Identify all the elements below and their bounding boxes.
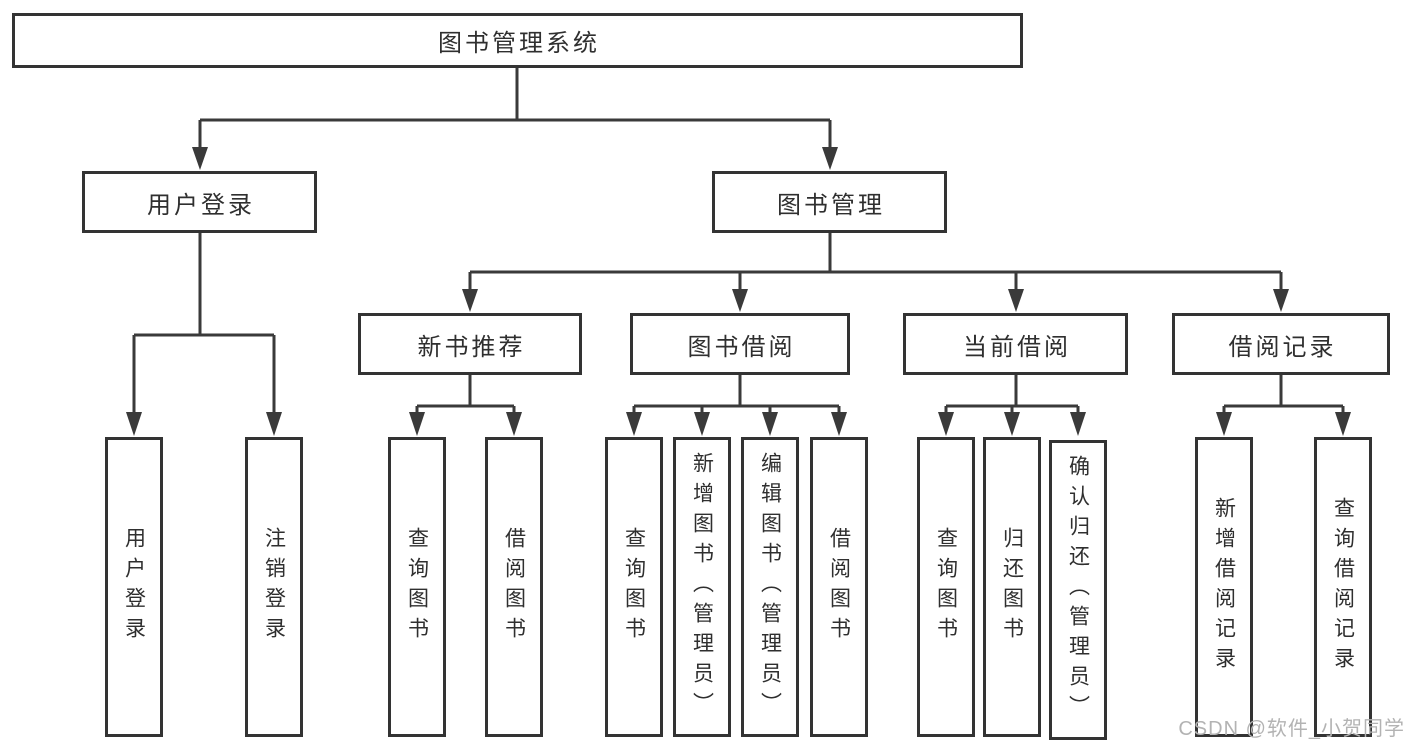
connector-new-book-recommend-to-leaves xyxy=(409,375,522,436)
leaf-confirm-return-admin: 确认归还（管理员） xyxy=(1049,440,1107,740)
leaf-query-borrow-record: 查询借阅记录 xyxy=(1314,437,1372,737)
leaf-query-books-borrow: 查询图书 xyxy=(605,437,663,737)
connector-root-to-level2 xyxy=(192,68,838,170)
node-root: 图书管理系统 xyxy=(12,13,1023,68)
node-current-borrow: 当前借阅 xyxy=(903,313,1128,375)
node-book-borrow: 图书借阅 xyxy=(630,313,850,375)
node-borrow-records: 借阅记录 xyxy=(1172,313,1390,375)
leaf-user-login: 用户登录 xyxy=(105,437,163,737)
node-user-login: 用户登录 xyxy=(82,171,317,233)
node-book-management: 图书管理 xyxy=(712,171,947,233)
leaf-edit-books-admin: 编辑图书（管理员） xyxy=(741,437,799,737)
connector-user-login-to-leaves xyxy=(126,233,282,436)
leaf-add-books-admin: 新增图书（管理员） xyxy=(673,437,731,737)
leaf-logout: 注销登录 xyxy=(245,437,303,737)
leaf-borrow-books: 借阅图书 xyxy=(810,437,868,737)
connector-borrow-records-to-leaves xyxy=(1216,375,1351,436)
leaf-borrow-books-recommend: 借阅图书 xyxy=(485,437,543,737)
connector-book-management-to-level3 xyxy=(462,233,1289,312)
leaf-add-borrow-record: 新增借阅记录 xyxy=(1195,437,1253,737)
connector-current-borrow-to-leaves xyxy=(938,375,1086,436)
leaf-query-books-current: 查询图书 xyxy=(917,437,975,737)
connector-book-borrow-to-leaves xyxy=(626,375,847,436)
leaf-query-books-recommend: 查询图书 xyxy=(388,437,446,737)
leaf-return-books: 归还图书 xyxy=(983,437,1041,737)
watermark: CSDN @软件_小贺同学 xyxy=(1178,718,1405,740)
node-new-book-recommend: 新书推荐 xyxy=(358,313,582,375)
